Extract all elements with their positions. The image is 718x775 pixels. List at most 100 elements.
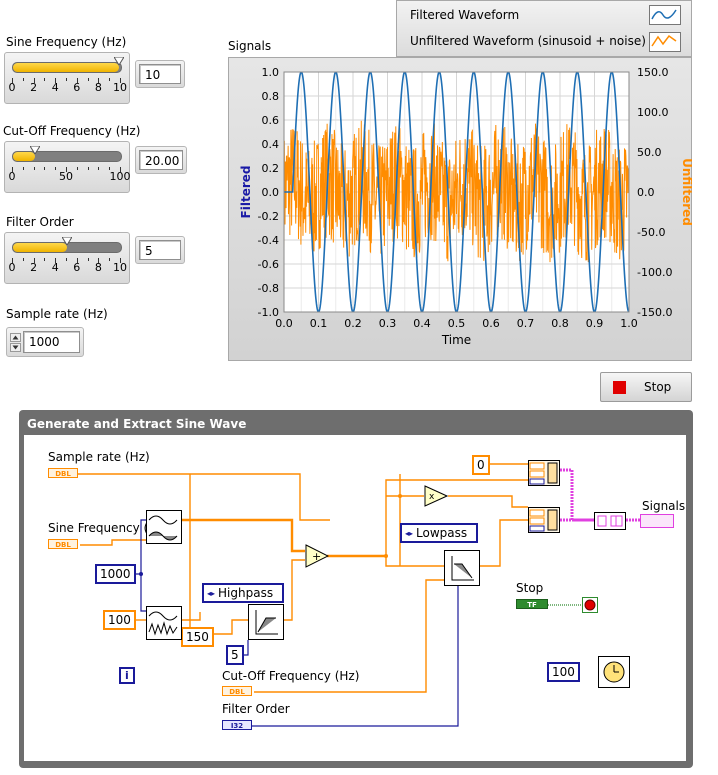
stop-button[interactable]: Stop <box>600 372 692 402</box>
slider-tick <box>76 78 78 83</box>
sine-frequency-numeric[interactable]: 10 <box>135 60 185 88</box>
slider-tick-label: 8 <box>94 81 102 94</box>
sine-frequency-terminal[interactable]: DBL <box>48 539 78 549</box>
slider-ticks <box>12 257 121 263</box>
y-tick-label: 0.4 <box>262 138 280 151</box>
cutoff-frequency-numeric[interactable]: 20.00 <box>135 146 187 174</box>
svg-text:x: x <box>429 492 435 502</box>
bd-sample-rate-label: Sample rate (Hz) <box>48 450 150 464</box>
legend-swatch-unfiltered[interactable] <box>649 32 681 52</box>
slider-tick <box>66 167 67 172</box>
slider-tick-label: 0 <box>8 81 16 94</box>
decrement-arrow-icon[interactable] <box>10 342 21 352</box>
orange-thick-wires <box>181 518 386 558</box>
y2-tick-label: -50.0 <box>637 226 665 239</box>
slider-tick <box>22 167 24 170</box>
bd-filter-order-label: Filter Order <box>222 702 290 716</box>
slider-tick <box>98 78 100 83</box>
scale-primitive-icon[interactable]: x <box>424 485 448 507</box>
constant-0[interactable]: 0 <box>472 455 490 475</box>
stop-button-label: Stop <box>644 380 672 394</box>
slider-tick <box>87 78 89 81</box>
highpass-filter-vi-icon[interactable] <box>248 604 284 640</box>
iteration-terminal[interactable]: i <box>119 667 135 684</box>
slider-tick <box>109 167 111 170</box>
sine-frequency-value[interactable]: 10 <box>139 64 181 84</box>
constant-150[interactable]: 150 <box>181 627 214 647</box>
slider-tick <box>66 78 67 81</box>
filter-order-numeric[interactable]: 5 <box>135 236 185 264</box>
slider-tick-label: 4 <box>51 81 59 94</box>
sample-rate-value[interactable]: 1000 <box>23 331 80 353</box>
y-tick-label: -0.8 <box>258 282 279 295</box>
y-tick-label: 0.2 <box>262 162 280 175</box>
constant-1000[interactable]: 1000 <box>95 564 136 584</box>
bd-cutoff-label: Cut-Off Frequency (Hz) <box>222 669 360 683</box>
sample-rate-numeric[interactable]: 1000 <box>6 327 84 357</box>
slider-tick <box>12 258 13 263</box>
loop-title: Generate and Extract Sine Wave <box>27 417 247 431</box>
filter-order-value[interactable]: 5 <box>139 240 181 260</box>
noise-waveform-vi-icon[interactable] <box>146 606 182 640</box>
signals-terminal[interactable] <box>640 514 674 528</box>
y2-axis-label: Unfiltered <box>680 158 692 226</box>
while-loop-frame[interactable]: Generate and Extract Sine Wave <box>19 410 693 768</box>
constant-wait-100[interactable]: 100 <box>547 662 580 682</box>
slider-tick <box>120 78 121 83</box>
y-tick-label: 1.0 <box>262 66 280 79</box>
slider-tick <box>87 258 89 261</box>
slider-thumb[interactable] <box>29 146 40 154</box>
highpass-ring[interactable]: ◂▸ Highpass <box>202 583 284 603</box>
slider-thumb[interactable] <box>113 57 124 65</box>
stop-terminal[interactable]: TF <box>516 599 548 609</box>
bundle-node-1-icon[interactable] <box>528 460 560 486</box>
bundle-node-2-icon[interactable] <box>528 507 560 533</box>
slider-tick <box>98 167 100 170</box>
constant-5[interactable]: 5 <box>226 645 244 665</box>
bd-signals-label: Signals <box>642 499 686 513</box>
y2-tick-label: -150.0 <box>637 306 672 319</box>
slider-tick <box>33 258 35 263</box>
ring-arrows-icon: ◂▸ <box>207 588 216 598</box>
filter-order-terminal[interactable]: I32 <box>222 720 252 730</box>
slider-tick <box>55 258 57 263</box>
wait-ms-icon[interactable] <box>598 656 630 688</box>
sine-waveform-vi-icon[interactable] <box>146 510 182 544</box>
x-tick-label: 0.7 <box>517 317 535 330</box>
slider-tick <box>109 78 111 81</box>
sample-rate-terminal[interactable]: DBL <box>48 468 78 478</box>
slider-tick <box>120 258 121 263</box>
plot-legend: Filtered Waveform Unfiltered Waveform (s… <box>396 0 692 57</box>
slider-tick-label: 0 <box>8 261 16 274</box>
build-array-icon[interactable] <box>594 512 626 530</box>
add-primitive-icon[interactable]: + <box>305 544 329 568</box>
sample-rate-label: Sample rate (Hz) <box>6 307 108 321</box>
x-tick-label: 0.6 <box>482 317 500 330</box>
x-tick-label: 0.8 <box>551 317 569 330</box>
lowpass-ring[interactable]: ◂▸ Lowpass <box>400 523 478 543</box>
cutoff-terminal[interactable]: DBL <box>222 686 252 696</box>
slider-tick <box>44 258 46 261</box>
stop-condition-icon[interactable] <box>582 597 598 613</box>
slider-track <box>12 237 122 253</box>
increment-decrement[interactable] <box>10 332 21 352</box>
slider-track <box>12 57 124 73</box>
constant-100[interactable]: 100 <box>103 610 136 630</box>
slider-thumb[interactable] <box>62 237 72 245</box>
graph-title: Signals <box>228 39 272 53</box>
lowpass-filter-vi-icon[interactable] <box>444 550 480 586</box>
slider-tick-label: 6 <box>73 81 81 94</box>
svg-text:+: + <box>312 550 321 563</box>
ring-arrows-icon: ◂▸ <box>405 528 414 538</box>
legend-swatch-filtered[interactable] <box>649 5 681 25</box>
y2-tick-label: -100.0 <box>637 266 672 279</box>
stop-led-icon <box>613 380 626 394</box>
increment-arrow-icon[interactable] <box>10 332 21 342</box>
slider-tick-label: 10 <box>113 261 127 274</box>
cutoff-frequency-value[interactable]: 20.00 <box>139 150 183 170</box>
y-tick-label: 0.6 <box>262 114 280 127</box>
